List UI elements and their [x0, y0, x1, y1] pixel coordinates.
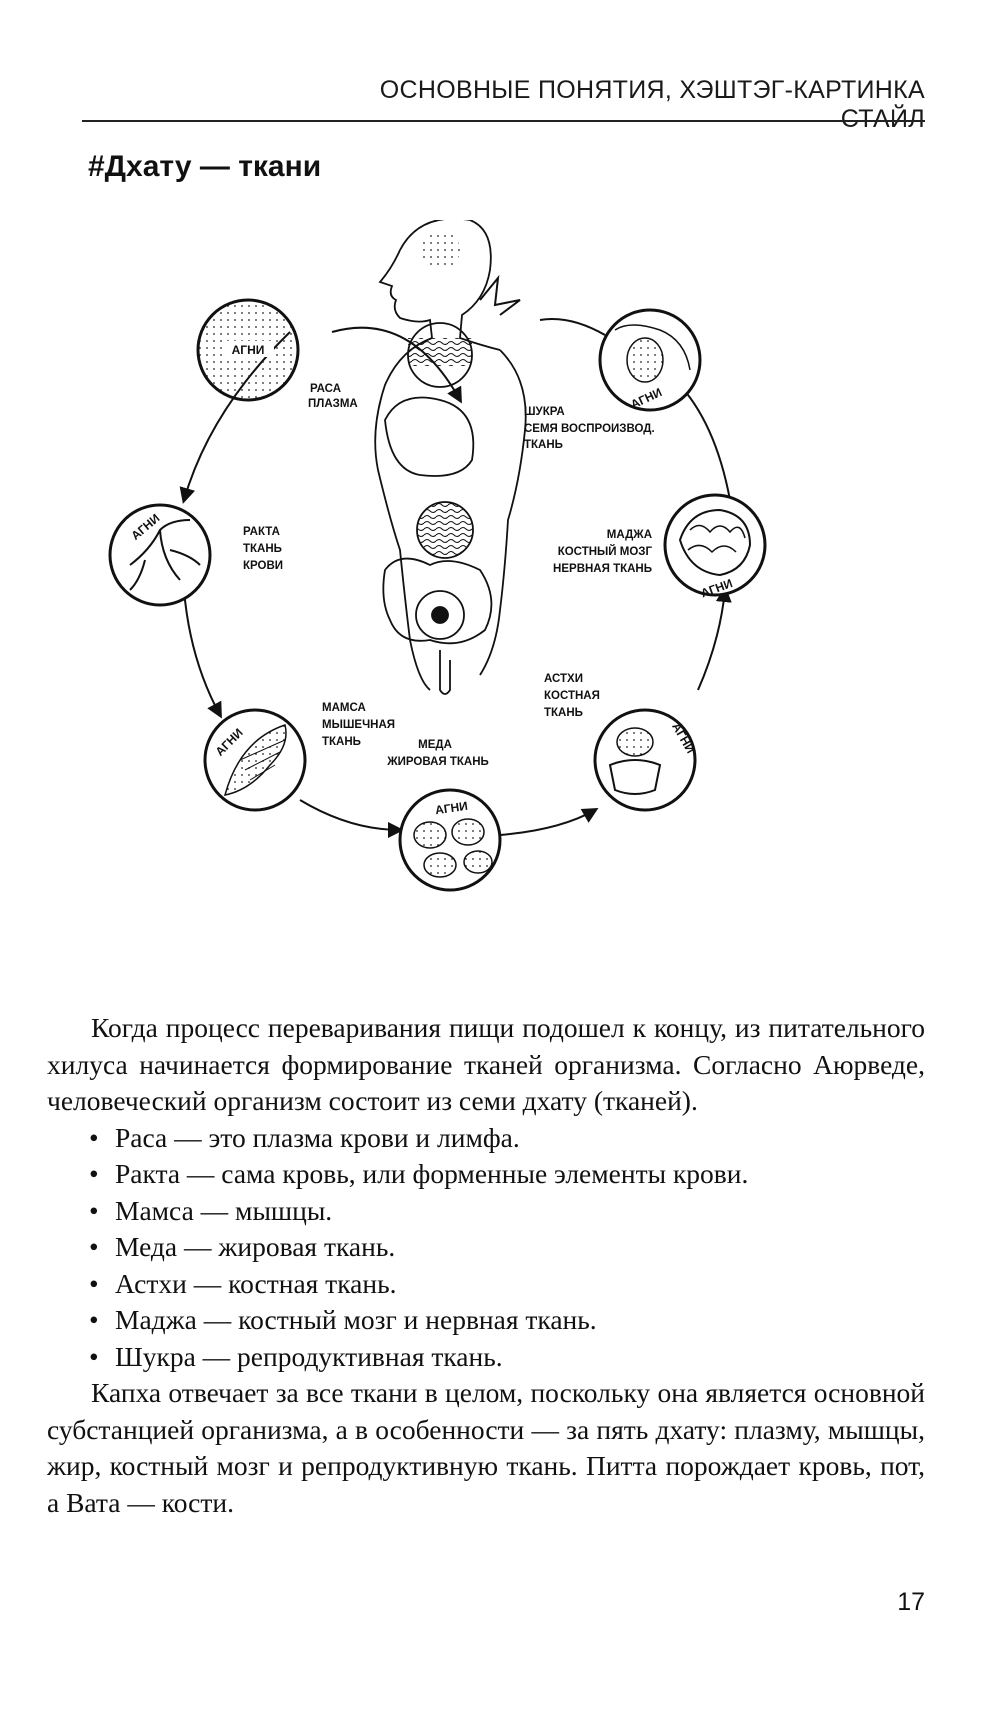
closing-paragraph: Капха отвечает за все ткани в целом, пос…	[47, 1377, 925, 1518]
label-meda: МЕДА ЖИРОВАЯ ТКАНЬ	[386, 739, 489, 768]
svg-text:КОСТНАЯ: КОСТНАЯ	[544, 690, 600, 702]
agni-circle-meda: АГНИ	[398, 788, 502, 892]
agni-label: АГНИ	[232, 343, 265, 357]
svg-text:ПЛАЗМА: ПЛАЗМА	[308, 398, 358, 410]
list-item: Раса — это плазма крови и лимфа.	[87, 1120, 925, 1157]
list-item: Ракта — сама кровь, или форменные элемен…	[87, 1156, 925, 1193]
svg-text:СЕМЯ ВОСПРОИЗВОД.: СЕМЯ ВОСПРОИЗВОД.	[524, 423, 655, 435]
agni-circle-mamsa: АГНИ	[203, 708, 307, 812]
svg-text:ТКАНЬ: ТКАНЬ	[524, 439, 563, 451]
section-title: #Дхату — ткани	[88, 150, 322, 183]
dhatu-cycle-illustration: АГНИ АГНИ АГНИ АГНИ	[108, 220, 767, 892]
label-rasa: РАСА ПЛАЗМА	[308, 383, 358, 410]
label-shukra: ШУКРА СЕМЯ ВОСПРОИЗВОД. ТКАНЬ	[524, 406, 655, 451]
svg-text:МЫШЕЧНАЯ: МЫШЕЧНАЯ	[322, 719, 395, 731]
label-rakta: РАКТА ТКАНЬ КРОВИ	[243, 526, 283, 572]
svg-text:АСТХИ: АСТХИ	[544, 673, 583, 685]
svg-text:МАДЖА: МАДЖА	[607, 529, 652, 541]
svg-text:КРОВИ: КРОВИ	[243, 560, 283, 572]
agni-circle-rakta: АГНИ	[108, 503, 212, 607]
cycle-ring	[179, 318, 732, 838]
human-figure	[374, 220, 527, 695]
dhatu-diagram: АГНИ АГНИ АГНИ АГНИ	[100, 220, 900, 1000]
body-text: Когда процесс переваривания пищи подошел…	[47, 1010, 925, 1521]
dhatu-list: Раса — это плазма крови и лимфа. Ракта —…	[47, 1120, 925, 1376]
list-item: Астхи — костная ткань.	[87, 1266, 925, 1303]
svg-text:ТКАНЬ: ТКАНЬ	[322, 736, 361, 748]
label-mamsa: МАМСА МЫШЕЧНАЯ ТКАНЬ	[322, 702, 395, 748]
list-item: Меда — жировая ткань.	[87, 1229, 925, 1266]
page-number: 17	[897, 1588, 925, 1616]
agni-circle-majja: АГНИ	[663, 493, 767, 600]
svg-text:ЖИРОВАЯ ТКАНЬ: ЖИРОВАЯ ТКАНЬ	[386, 756, 489, 768]
intro-paragraph: Когда процесс переваривания пищи подошел…	[47, 1012, 925, 1116]
header-rule	[82, 120, 925, 122]
list-item: Маджа — костный мозг и нервная ткань.	[87, 1302, 925, 1339]
agni-circle-shukra: АГНИ	[598, 308, 702, 412]
svg-text:КОСТНЫЙ МОЗГ: КОСТНЫЙ МОЗГ	[558, 545, 653, 558]
svg-text:МЕДА: МЕДА	[418, 739, 452, 751]
list-item: Мамса — мышцы.	[87, 1193, 925, 1230]
svg-text:МАМСА: МАМСА	[322, 702, 366, 714]
svg-text:ТКАНЬ: ТКАНЬ	[544, 707, 583, 719]
agni-label: АГНИ	[434, 799, 468, 817]
agni-circle-rasa: АГНИ	[196, 298, 300, 402]
svg-text:ТКАНЬ: ТКАНЬ	[243, 543, 282, 555]
svg-text:ШУКРА: ШУКРА	[524, 406, 565, 418]
list-item: Шукра — репродуктивная ткань.	[87, 1339, 925, 1376]
svg-text:РАКТА: РАКТА	[243, 526, 280, 538]
running-header: ОСНОВНЫЕ ПОНЯТИЯ, ХЭШТЭГ-КАРТИНКА СТАЙЛ	[379, 76, 925, 133]
svg-text:НЕРВНАЯ ТКАНЬ: НЕРВНАЯ ТКАНЬ	[553, 563, 652, 575]
svg-text:РАСА: РАСА	[310, 383, 341, 395]
agni-circle-asthi: АГНИ	[593, 708, 698, 812]
label-asthi: АСТХИ КОСТНАЯ ТКАНЬ	[544, 673, 600, 719]
label-majja: МАДЖА КОСТНЫЙ МОЗГ НЕРВНАЯ ТКАНЬ	[553, 529, 652, 575]
